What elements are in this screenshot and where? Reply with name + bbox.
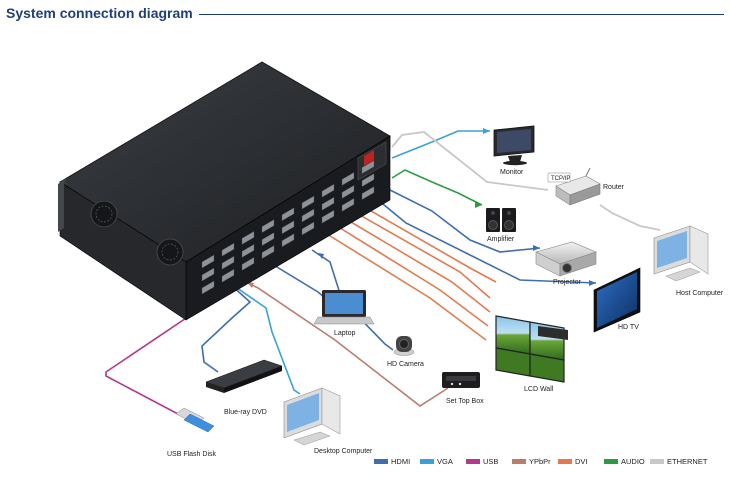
port-connector — [261, 219, 275, 233]
cable-hdmi-monitor — [391, 128, 490, 159]
hd-camera-label: HD Camera — [387, 361, 424, 368]
projector-device — [535, 241, 597, 277]
page-title: System connection diagram — [6, 5, 193, 21]
bluray-dvd-label: Blue-ray DVD — [224, 409, 267, 416]
video-processor-chassis — [58, 61, 391, 321]
hd-tv-device — [593, 267, 641, 333]
lcd-wall-device — [495, 315, 568, 383]
bluray-dvd-device — [205, 359, 283, 393]
cable-dvi-lcd-wall — [313, 199, 497, 341]
port-connector — [361, 160, 375, 174]
port-connector — [341, 172, 355, 186]
host-computer-label: Host Computer — [676, 290, 724, 297]
port-connector — [201, 267, 215, 282]
router-device — [555, 167, 601, 206]
hd-camera-device — [393, 336, 415, 356]
cable-hdmi-hdtv — [371, 194, 597, 286]
port-connector — [221, 255, 235, 270]
legend-label: HDMI — [391, 457, 410, 466]
port-connector — [341, 198, 355, 212]
header: System connection diagram — [6, 4, 724, 24]
port-connector — [301, 195, 315, 210]
cable-ypbpr-set-top-box — [241, 279, 449, 407]
legend-label: AUDIO — [621, 457, 645, 466]
laptop-label: Laptop — [334, 330, 356, 337]
hd-tv-label: HD TV — [618, 324, 639, 331]
set-top-box-label: Set Top Box — [446, 398, 484, 405]
port-connector — [301, 221, 315, 236]
fan-icon — [156, 238, 184, 266]
host-computer-device — [653, 225, 709, 282]
dvi-swatch — [558, 459, 572, 464]
port-connector — [301, 208, 315, 223]
port-connector — [321, 196, 335, 211]
set-top-box-device — [442, 372, 480, 388]
router-label: Router — [603, 184, 625, 191]
amplifier-device — [486, 208, 516, 232]
cable-hdmi-projector — [383, 186, 541, 253]
amplifier-label: Amplifier — [487, 236, 515, 243]
desktop-computer-label: Desktop Computer — [314, 448, 373, 455]
legend-label: VGA — [437, 457, 453, 466]
port-connector — [241, 231, 255, 245]
io-port-panel — [201, 160, 375, 295]
legend-label: YPbPr — [529, 457, 551, 466]
port-connector — [281, 220, 295, 235]
usb-flash-disk-device — [175, 407, 215, 433]
usb-swatch — [466, 459, 480, 464]
ethernet-swatch — [650, 459, 664, 464]
port-connector — [261, 245, 275, 259]
port-connector — [321, 183, 335, 198]
port-connector — [221, 242, 235, 257]
port-connector — [281, 207, 295, 222]
legend-label: USB — [483, 457, 498, 466]
port-connector — [221, 268, 235, 283]
port-connector — [201, 254, 215, 269]
port-connector — [281, 233, 295, 248]
vga-swatch — [420, 459, 434, 464]
usb-flash-disk-label: USB Flash Disk — [167, 451, 217, 458]
port-connector — [321, 209, 335, 224]
audio-swatch — [604, 459, 618, 464]
lcd-wall-label: LCD Wall — [524, 386, 554, 393]
monitor-device — [493, 125, 535, 166]
port-connector — [261, 232, 275, 246]
port-connector — [241, 244, 255, 258]
cable-audio-amplifier — [391, 169, 483, 208]
laptop-device — [313, 290, 375, 325]
title-rule — [199, 14, 724, 15]
router-tag-box — [547, 172, 571, 183]
legend-label: DVI — [575, 457, 588, 466]
hdmi-swatch — [374, 459, 388, 464]
legend-label: ETHERNET — [667, 457, 708, 466]
legend: HDMI VGA USB YPbPr DVI AUDIO ETHERNET — [374, 457, 708, 466]
projector-label: Projector — [553, 279, 582, 286]
ypbpr-swatch — [512, 459, 526, 464]
port-connector — [201, 280, 215, 295]
cable-ethernet-router — [391, 131, 549, 191]
port-connector — [361, 173, 375, 187]
port-connector — [361, 186, 375, 200]
port-connector — [241, 257, 255, 271]
cable-ethernet-host — [599, 204, 661, 231]
fan-icon — [90, 200, 118, 228]
monitor-label: Monitor — [500, 169, 524, 176]
router-tag: TCP/IP — [551, 176, 570, 182]
desktop-computer-device — [283, 387, 341, 446]
port-connector — [341, 185, 355, 199]
